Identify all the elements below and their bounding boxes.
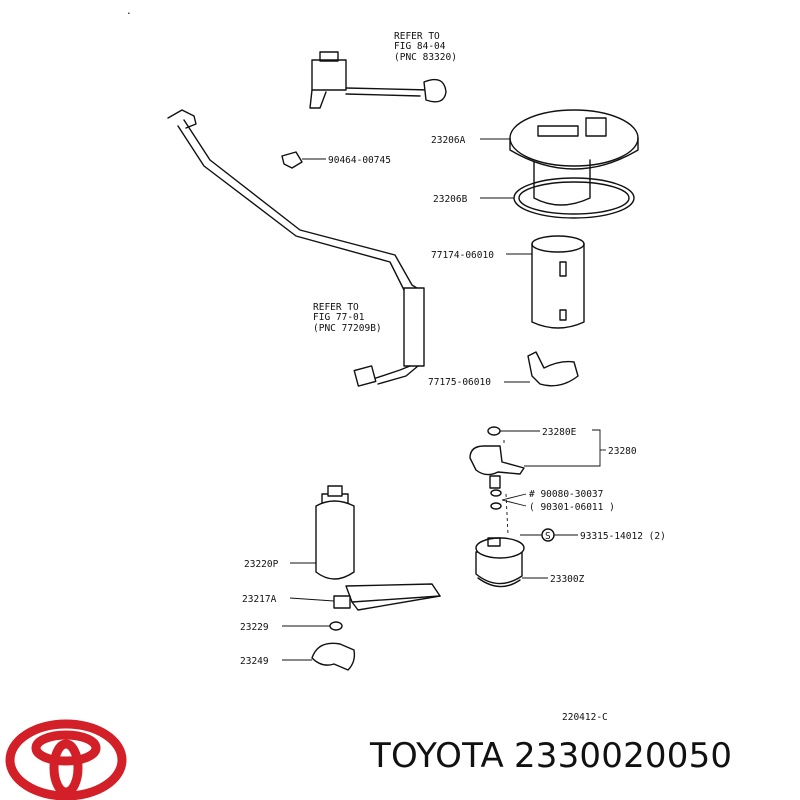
ref-num2-label: ( 90301-06011 ) bbox=[529, 502, 615, 513]
logo-inner-vertical-ellipse bbox=[49, 739, 83, 797]
logo-inner-horizontal-ellipse bbox=[31, 730, 101, 766]
refer-b-line3: (PNC 77209B) bbox=[313, 323, 382, 334]
fuel-filter bbox=[289, 583, 441, 611]
ring-part bbox=[282, 621, 343, 631]
pump-assy-label: 23300Z bbox=[550, 574, 585, 585]
refer-a-line1: REFER TO bbox=[394, 31, 440, 42]
cushion-label: 23249 bbox=[240, 656, 269, 667]
pressure-regulator bbox=[469, 426, 606, 489]
toyota-logo bbox=[5, 719, 127, 800]
fuel-sender-gauge bbox=[309, 51, 447, 109]
ring-label: 23229 bbox=[240, 622, 269, 633]
refer-b-line2: FIG 77-01 bbox=[313, 312, 365, 323]
washer-parts bbox=[490, 489, 527, 535]
refer-b-line1: REFER TO bbox=[313, 302, 359, 313]
clip-part bbox=[281, 151, 326, 169]
pump-bracket-assy bbox=[475, 537, 548, 588]
plate-label: 23206A bbox=[431, 135, 466, 146]
corner-mark: . bbox=[126, 6, 132, 17]
fuel-tube bbox=[167, 109, 425, 387]
screw-marker bbox=[520, 528, 578, 542]
cushion-part bbox=[282, 642, 356, 671]
regulator-label: 23280 bbox=[608, 446, 637, 457]
bracket-label: 77175-06010 bbox=[428, 377, 491, 388]
screw-label: 93315-14012 (2) bbox=[580, 531, 666, 542]
footer-brand: TOYOTA bbox=[370, 736, 504, 776]
tube-part bbox=[506, 235, 585, 329]
bracket-part bbox=[504, 351, 579, 387]
ref-num-label: # 90080-30037 bbox=[529, 489, 603, 500]
washer-e-label: 23280E bbox=[542, 427, 577, 438]
pump-label: 23220P bbox=[244, 559, 279, 570]
filter-label: 23217A bbox=[242, 594, 277, 605]
gasket-ring bbox=[480, 159, 635, 219]
tube-label: 77174-06010 bbox=[431, 250, 494, 261]
refer-a-line3: (PNC 83320) bbox=[394, 52, 457, 63]
refer-a-line2: FIG 84-04 bbox=[394, 41, 446, 52]
sender-plate bbox=[480, 109, 639, 170]
screw-mark: S bbox=[545, 531, 551, 542]
gasket-label: 23206B bbox=[433, 194, 468, 205]
clip-label: 90464-00745 bbox=[328, 155, 391, 166]
diagram-code: 220412-C bbox=[562, 712, 608, 723]
fuel-pump bbox=[290, 485, 355, 580]
footer-part-number: 2330020050 bbox=[513, 736, 733, 776]
